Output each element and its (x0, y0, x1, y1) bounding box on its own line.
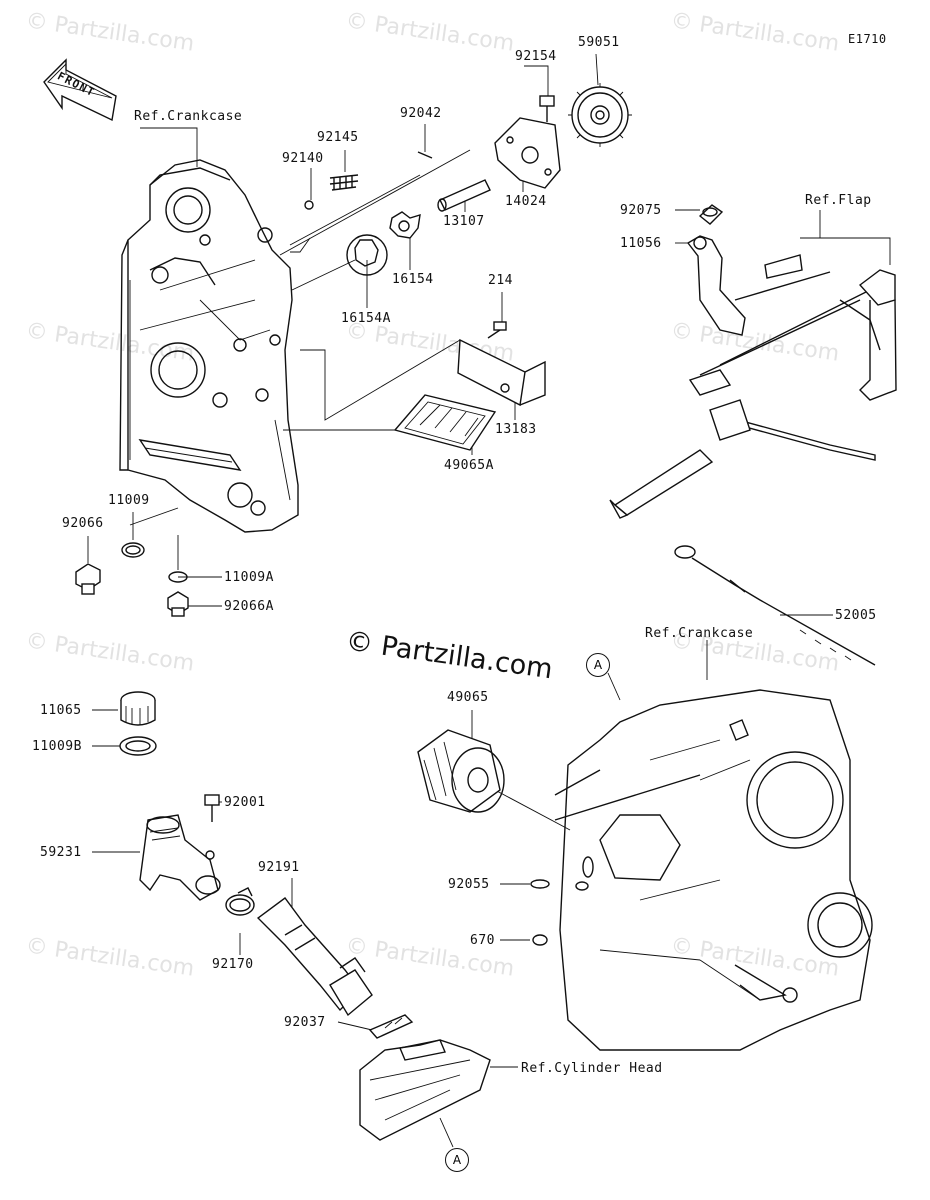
part-label: 11009A (224, 570, 274, 585)
screw-drawing (487, 321, 507, 339)
part-label: 52005 (835, 608, 877, 623)
washer-drawing (168, 571, 188, 583)
pin-drawing (417, 151, 433, 159)
oil-filter-drawing (417, 729, 505, 813)
part-label: 670 (470, 933, 495, 948)
part-label: 16154A (341, 311, 391, 326)
part-label: 92042 (400, 106, 442, 121)
part-label: 92037 (284, 1015, 326, 1030)
breather-hose-drawing (256, 897, 373, 1017)
front-arrow-icon (43, 58, 117, 122)
spring-drawing (329, 174, 359, 191)
part-label: 14024 (505, 194, 547, 209)
ref-crankcase-label: Ref.Crankcase (645, 626, 754, 641)
drain-plug-drawing (167, 591, 189, 617)
diagram-code: E1710 (848, 32, 887, 46)
ref-flap-label: Ref.Flap (805, 193, 872, 208)
part-label: 11009 (108, 493, 150, 508)
part-label: 11056 (620, 236, 662, 251)
flap-rod-drawing (609, 204, 897, 519)
pump-shaft-drawing (437, 179, 491, 212)
part-label: 92066A (224, 599, 274, 614)
part-label: 214 (488, 273, 513, 288)
part-label: 49065A (444, 458, 494, 473)
outer-rotor-drawing (346, 234, 388, 276)
part-label: 59231 (40, 845, 82, 860)
ref-crankcase-label: Ref.Crankcase (134, 109, 243, 124)
part-label: 11065 (40, 703, 82, 718)
o-ring-drawing (530, 879, 550, 889)
crankcase-drawing (554, 689, 873, 1051)
filler-neck-drawing (139, 814, 221, 901)
section-marker-a: A (586, 653, 610, 677)
pump-cover-drawing (494, 117, 561, 189)
part-label: 92001 (224, 795, 266, 810)
part-label: 13107 (443, 214, 485, 229)
part-label: 92170 (212, 957, 254, 972)
part-label: 92154 (515, 49, 557, 64)
washer-drawing (121, 542, 145, 558)
oil-strainer-drawing (393, 394, 497, 451)
dipstick-drawing (674, 545, 876, 666)
part-label: 92191 (258, 860, 300, 875)
part-label: 59051 (578, 35, 620, 50)
bolt-drawing (539, 95, 555, 122)
section-marker-a: A (445, 1148, 469, 1172)
inner-rotor-drawing (389, 211, 421, 239)
ref-cylinder-head-label: Ref.Cylinder Head (521, 1061, 663, 1076)
part-label: 92075 (620, 203, 662, 218)
part-label: 92055 (448, 877, 490, 892)
part-label: 92140 (282, 151, 324, 166)
bolt-drawing (204, 794, 220, 822)
o-ring-drawing (532, 934, 548, 946)
drain-plug-drawing (75, 563, 101, 595)
strainer-plate-drawing (457, 338, 546, 407)
part-label: 13183 (495, 422, 537, 437)
filler-cap-drawing (120, 691, 156, 726)
check-ball-drawing (304, 200, 314, 210)
leader-lines (87, 53, 891, 1148)
part-label: 92145 (317, 130, 359, 145)
gasket-drawing (119, 736, 157, 756)
part-label: 16154 (392, 272, 434, 287)
cylinder-head-drawing (359, 1039, 491, 1141)
hose-clamp-drawing (225, 887, 255, 916)
clip-drawing (368, 1014, 414, 1039)
part-label: 11009B (32, 739, 82, 754)
crankcase-cover-drawing (119, 159, 299, 533)
pump-gear-drawing (568, 83, 632, 147)
part-label: 92066 (62, 516, 104, 531)
part-label: 49065 (447, 690, 489, 705)
